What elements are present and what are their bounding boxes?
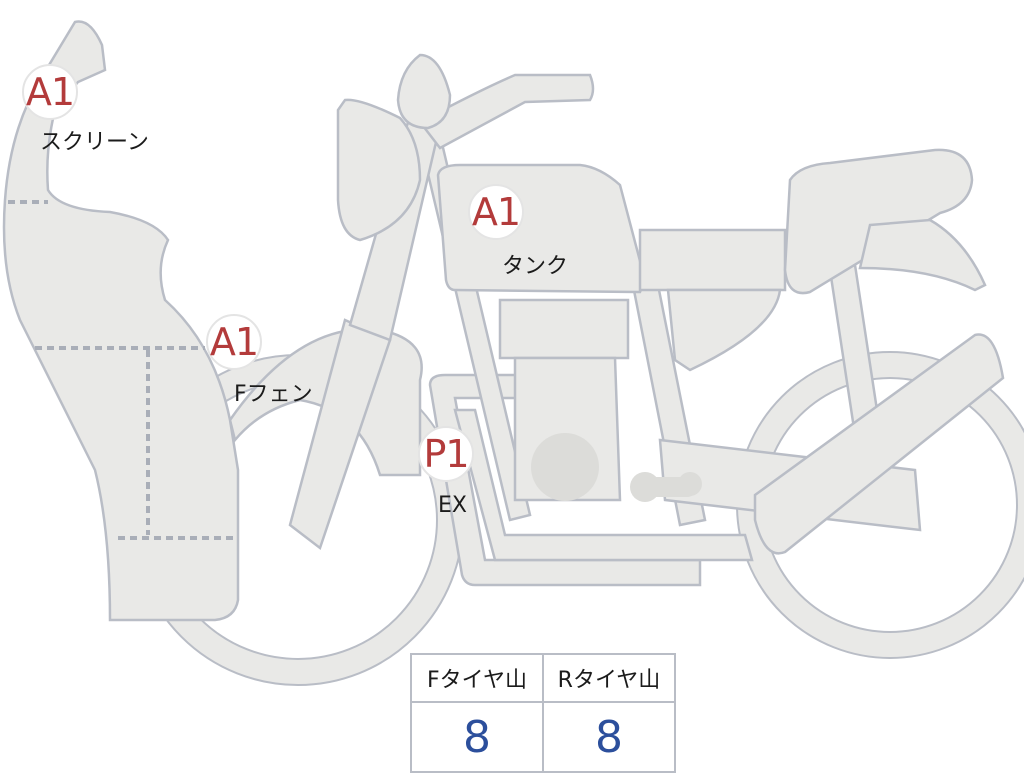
- mirror: [396, 53, 452, 130]
- table-row: 8 8: [410, 701, 676, 773]
- tire-tread-table: Fタイヤ山 Rタイヤ山 8 8: [410, 653, 676, 773]
- seat: [638, 228, 787, 292]
- damage-code: A1: [25, 70, 75, 114]
- part-label-front-fender: Fフェン: [234, 382, 313, 407]
- rear-tire-header: Rタイヤ山: [542, 653, 676, 703]
- damage-marker-screen: A1: [22, 64, 78, 120]
- headlight: [336, 98, 422, 242]
- side-cover: [666, 288, 782, 372]
- damage-code: A1: [471, 190, 521, 234]
- rear-tire-value: 8: [542, 701, 676, 773]
- exhaust-pipe: [428, 373, 702, 587]
- damage-marker-front-fender: A1: [206, 314, 262, 370]
- front-tire-value: 8: [410, 701, 544, 773]
- front-tire-header: Fタイヤ山: [410, 653, 544, 703]
- exhaust-pipe-lower: [453, 408, 754, 562]
- muffler: [753, 333, 1005, 555]
- windscreen: [2, 20, 240, 622]
- table-header-row: Fタイヤ山 Rタイヤ山: [410, 653, 676, 703]
- rear-seat: [783, 148, 974, 295]
- handlebar: [418, 73, 595, 150]
- tail-cowl: [858, 218, 987, 292]
- part-label-screen: スクリーン: [40, 130, 149, 155]
- damage-marker-tank: A1: [468, 184, 524, 240]
- part-label-tank: タンク: [502, 254, 569, 279]
- engine-cylinder: [498, 298, 630, 360]
- part-label-exhaust: EX: [438, 493, 467, 518]
- damage-marker-exhaust: P1: [418, 426, 474, 482]
- damage-code: P1: [423, 432, 469, 476]
- engine-cover: [531, 433, 599, 501]
- damage-code: A1: [209, 320, 259, 364]
